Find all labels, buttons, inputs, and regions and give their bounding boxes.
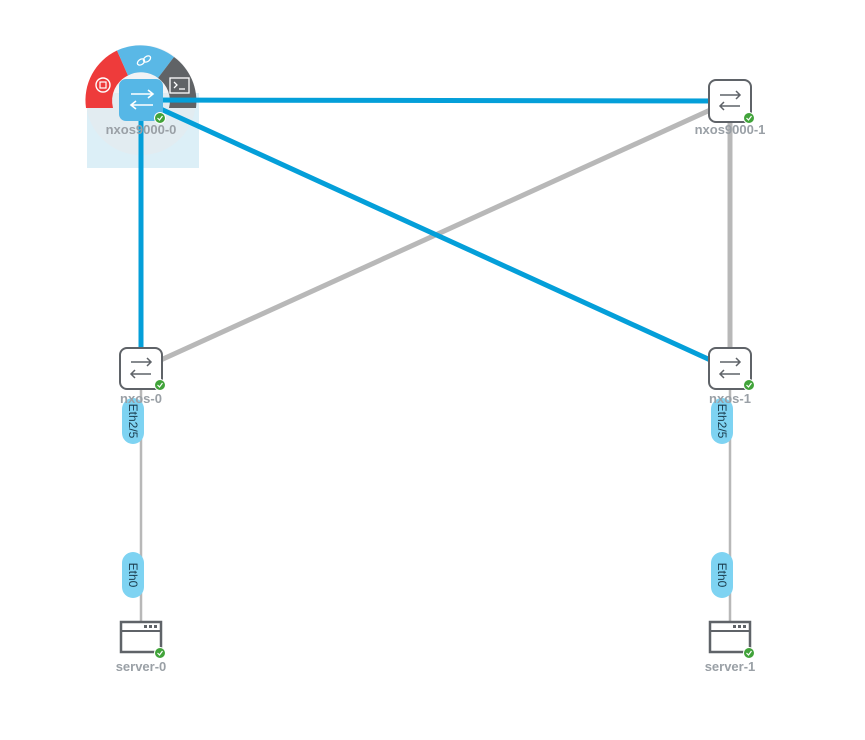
switch-body [119, 79, 163, 121]
leaf0-interface-label: Eth2/5 [126, 404, 140, 439]
status-ok-icon [154, 647, 166, 659]
label-nxos-1: nxos-1 [709, 391, 751, 406]
link-spine0-spine1[interactable] [140, 97, 731, 104]
status-ok-icon [154, 112, 166, 124]
node-nxos9000-0[interactable] [119, 79, 166, 124]
status-ok-icon [154, 379, 166, 391]
links-layer [138, 97, 733, 637]
switch-icon [718, 90, 742, 111]
switch-body [119, 347, 163, 390]
node-nxos-1[interactable] [708, 347, 755, 391]
console-menu-item[interactable] [158, 57, 197, 108]
link-spine0-leaf1[interactable] [139, 97, 732, 372]
node-nxos9000-1[interactable] [708, 79, 755, 124]
node-nxos-0[interactable] [119, 347, 166, 391]
switch-body [708, 347, 752, 390]
status-ok-icon [743, 112, 755, 124]
server-body [119, 620, 163, 654]
label-nxos9000-0: nxos9000-0 [106, 122, 177, 137]
label-nxos-0: nxos-0 [120, 391, 162, 406]
switch-icon [129, 357, 153, 379]
switch-body [708, 79, 752, 123]
leaf0-interface-badge[interactable]: Eth2/5 [122, 398, 144, 444]
console-icon [169, 77, 190, 94]
stop-icon [95, 77, 111, 93]
interface-labels: Eth2/5 Eth0 Eth2/5 Eth0 [122, 398, 733, 598]
node-server-1[interactable] [708, 620, 755, 659]
label-server-0: server-0 [116, 659, 167, 674]
switch-icon [718, 357, 742, 379]
switch-icon [129, 89, 155, 110]
link-icon [136, 55, 152, 66]
leaf1-interface-badge[interactable]: Eth2/5 [711, 398, 733, 444]
status-ok-icon [743, 647, 755, 659]
server0-interface-badge[interactable]: Eth0 [122, 552, 144, 598]
server1-interface-label: Eth0 [715, 563, 729, 588]
nodes-layer: nxos9000-0 nxos9000-1 nxos-0 [106, 79, 766, 674]
server1-interface-badge[interactable]: Eth0 [711, 552, 733, 598]
leaf1-interface-label: Eth2/5 [715, 404, 729, 439]
node-server-0[interactable] [119, 620, 166, 659]
label-nxos9000-1: nxos9000-1 [695, 122, 766, 137]
label-server-1: server-1 [705, 659, 756, 674]
server0-interface-label: Eth0 [126, 563, 140, 588]
status-ok-icon [743, 379, 755, 391]
